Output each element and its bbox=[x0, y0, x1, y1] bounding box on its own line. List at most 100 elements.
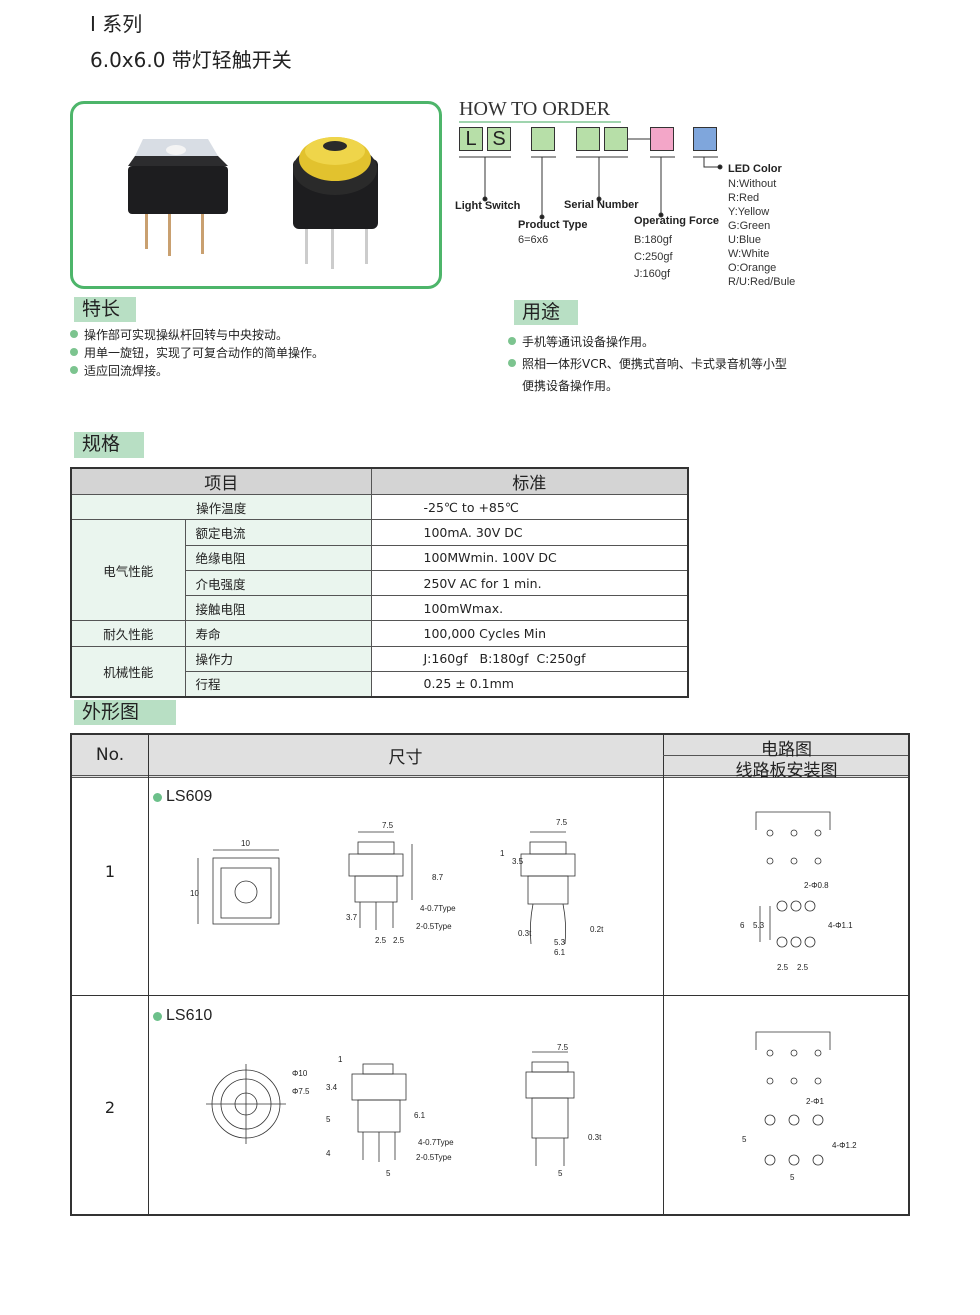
svg-text:6.1: 6.1 bbox=[414, 1111, 426, 1120]
header-pcb: 线路板安装图 bbox=[735, 761, 838, 781]
col-item: 项目 bbox=[70, 467, 372, 495]
svg-text:6: 6 bbox=[740, 921, 745, 930]
order-connector-lines bbox=[459, 138, 723, 220]
use-item: 手机等通讯设备操作用。 bbox=[508, 333, 654, 350]
svg-text:7.5: 7.5 bbox=[557, 1043, 569, 1052]
order-box-s: S bbox=[487, 127, 511, 151]
spec-heading: 规格 bbox=[74, 432, 144, 458]
svg-text:2-0.5Type: 2-0.5Type bbox=[416, 1153, 452, 1162]
series-label: I 系列 bbox=[90, 12, 143, 36]
svg-text:4-0.7Type: 4-0.7Type bbox=[420, 904, 456, 913]
svg-text:5: 5 bbox=[790, 1173, 795, 1182]
feature-item: 操作部可实现操纵杆回转与中央按动。 bbox=[70, 326, 288, 343]
product-type-label: Product Type bbox=[518, 219, 588, 231]
svg-text:0.3t: 0.3t bbox=[588, 1133, 602, 1142]
force-option: C:250gf bbox=[634, 251, 673, 263]
row-no: 2 bbox=[104, 1098, 116, 1117]
led-option: Y:Yellow bbox=[728, 206, 770, 218]
model-label: LS610 bbox=[153, 1007, 212, 1025]
svg-text:2-Φ1: 2-Φ1 bbox=[806, 1097, 824, 1106]
operating-force-label: Operating Force bbox=[634, 215, 719, 227]
uses-heading: 用途 bbox=[514, 300, 578, 325]
model-label: LS609 bbox=[153, 788, 212, 806]
svg-text:5: 5 bbox=[326, 1115, 331, 1124]
svg-text:1: 1 bbox=[338, 1055, 343, 1064]
row-no: 1 bbox=[104, 862, 116, 881]
svg-text:3.4: 3.4 bbox=[326, 1083, 338, 1092]
force-option: B:180gf bbox=[634, 234, 672, 246]
svg-text:2.5: 2.5 bbox=[375, 936, 387, 945]
svg-text:2-Φ0.8: 2-Φ0.8 bbox=[804, 881, 829, 890]
features-heading: 特长 bbox=[74, 297, 136, 322]
col-standard: 标准 bbox=[370, 467, 689, 495]
product-photo-frame bbox=[70, 101, 442, 289]
title-underline bbox=[459, 121, 621, 123]
order-box-serial-2 bbox=[604, 127, 628, 151]
led-color-label: LED Color bbox=[728, 163, 782, 175]
ls609-drawings: 10 10 7.5 8.7 3.7 4-0.7Type 2-0.5Type 2.… bbox=[190, 811, 853, 972]
svg-text:7.5: 7.5 bbox=[382, 821, 394, 830]
svg-text:8.7: 8.7 bbox=[432, 873, 444, 882]
led-option: G:Green bbox=[728, 220, 771, 232]
use-item-continued: 便携设备操作用。 bbox=[522, 379, 619, 393]
svg-text:5: 5 bbox=[386, 1169, 391, 1178]
svg-text:5: 5 bbox=[742, 1135, 747, 1144]
use-item: 照相一体形VCR、便携式音响、卡式录音机等小型 bbox=[508, 355, 787, 372]
how-to-order-title: HOW TO ORDER bbox=[459, 98, 611, 120]
header-size: 尺寸 bbox=[388, 748, 423, 768]
round-switch-image bbox=[293, 137, 378, 269]
svg-text:5: 5 bbox=[558, 1169, 563, 1178]
svg-text:Φ7.5: Φ7.5 bbox=[292, 1087, 310, 1096]
order-box-product-type bbox=[531, 127, 555, 151]
force-option: J:160gf bbox=[634, 268, 671, 280]
order-box-serial-1 bbox=[576, 127, 600, 151]
svg-text:4: 4 bbox=[326, 1149, 331, 1158]
svg-text:2.5: 2.5 bbox=[393, 936, 405, 945]
led-option: U:Blue bbox=[728, 234, 762, 246]
product-photos bbox=[128, 137, 378, 269]
svg-text:4-0.7Type: 4-0.7Type bbox=[418, 1138, 454, 1147]
led-option: R:Red bbox=[728, 192, 760, 204]
svg-text:2.5: 2.5 bbox=[777, 963, 789, 972]
led-color-list: N:Without R:Red Y:Yellow G:Green U:Blue … bbox=[728, 177, 795, 289]
svg-text:4-Φ1.2: 4-Φ1.2 bbox=[832, 1141, 857, 1150]
svg-text:2.5: 2.5 bbox=[797, 963, 809, 972]
table-row: 操作温度-25℃ to +85℃ bbox=[70, 493, 689, 521]
outline-table: No. 尺寸 电路图 线路板安装图 1 2 LS609 LS610 bbox=[70, 733, 910, 1216]
order-box-force bbox=[650, 127, 674, 151]
outline-heading: 外形图 bbox=[74, 700, 176, 725]
operating-force-list: B:180gf C:250gf J:160gf bbox=[634, 232, 673, 283]
svg-text:7.5: 7.5 bbox=[556, 818, 568, 827]
light-switch-label: Light Switch bbox=[455, 200, 521, 212]
product-type-value: 6=6x6 bbox=[518, 234, 549, 246]
feature-item: 适应回流焊接。 bbox=[70, 362, 168, 379]
svg-text:10: 10 bbox=[190, 889, 199, 898]
square-switch-image bbox=[128, 139, 228, 256]
led-option: O:Orange bbox=[728, 262, 777, 274]
svg-text:0.2t: 0.2t bbox=[590, 925, 604, 934]
svg-text:3.7: 3.7 bbox=[346, 913, 358, 922]
svg-text:3.5: 3.5 bbox=[512, 857, 524, 866]
header-no: No. bbox=[95, 745, 125, 765]
svg-text:6.1: 6.1 bbox=[554, 948, 566, 957]
header-circuit: 电路图 bbox=[761, 740, 812, 760]
svg-text:Φ10: Φ10 bbox=[292, 1069, 308, 1078]
svg-text:5.3: 5.3 bbox=[753, 921, 765, 930]
svg-text:4-Φ1.1: 4-Φ1.1 bbox=[828, 921, 853, 930]
order-box-l: L bbox=[459, 127, 483, 151]
svg-text:1: 1 bbox=[500, 849, 505, 858]
serial-number-label: Serial Number bbox=[564, 199, 639, 211]
order-box-led bbox=[693, 127, 717, 151]
spec-header-row: 项目标准 bbox=[70, 467, 689, 495]
ls610-drawings: Φ10 Φ7.5 1 3.4 5 4 6.1 4-0.7Type 2-0.5Ty… bbox=[206, 1031, 857, 1182]
page-title: 6.0x6.0 带灯轻触开关 bbox=[90, 48, 292, 72]
svg-text:0.3t: 0.3t bbox=[518, 929, 532, 938]
svg-text:5.3: 5.3 bbox=[554, 938, 566, 947]
